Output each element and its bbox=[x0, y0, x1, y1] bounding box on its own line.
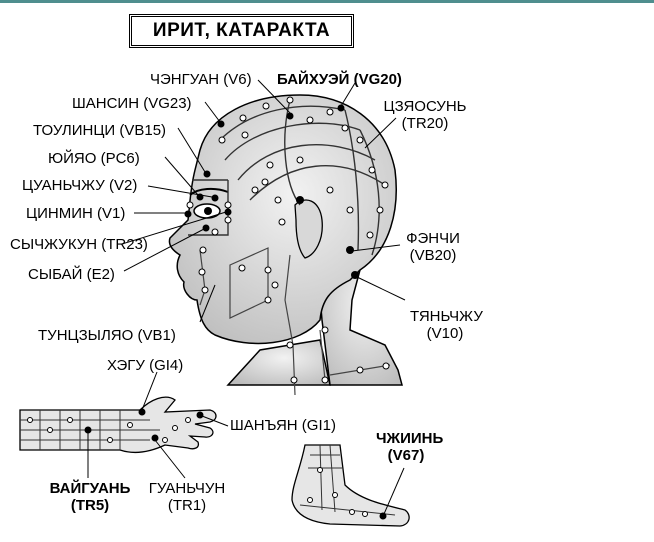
label-tszyasun-name: ЦЗЯОСУНЬ bbox=[383, 98, 467, 115]
diagram-title: ИРИТ, КАТАРАКТА bbox=[129, 14, 354, 48]
ear-shape bbox=[294, 199, 323, 259]
foot-figure bbox=[291, 444, 410, 527]
label-hegu: ХЭГУ (GI4) bbox=[107, 357, 184, 374]
label-chzhiin-code: (V67) bbox=[387, 447, 425, 464]
arm-leader-lines bbox=[87, 371, 229, 479]
foot-key-points bbox=[379, 512, 387, 520]
label-chengguan: ЧЭНГУАН (V6) bbox=[150, 71, 252, 88]
arm-point-markers bbox=[27, 417, 191, 443]
foot-meridian-lines bbox=[299, 444, 396, 516]
label-tuntszylyao: ТУНЦЗЫЛЯО (VB1) bbox=[38, 327, 176, 344]
label-baihuei: БАЙХУЭЙ (VG20) bbox=[277, 71, 402, 88]
label-vaiguan-code: (TR5) bbox=[70, 497, 110, 514]
label-fenchi-name: ФЭНЧИ bbox=[406, 230, 460, 247]
label-toulintsi: ТОУЛИНЦИ (VB15) bbox=[33, 122, 167, 139]
label-yuyao: ЮЙЯО (PC6) bbox=[48, 150, 140, 167]
label-vaiguan-name: ВАЙГУАНЬ bbox=[49, 480, 131, 497]
label-shansin: ШАНСИН (VG23) bbox=[72, 95, 192, 112]
leader-lines bbox=[121, 79, 406, 323]
label-tyanchzhu-name: ТЯНЬЧЖУ bbox=[410, 308, 483, 325]
arm-key-points bbox=[84, 408, 204, 442]
top-border-line bbox=[0, 0, 654, 3]
label-vaiguan: ВАЙГУАНЬ (TR5) bbox=[42, 480, 138, 514]
label-guanchun-name: ГУАНЬЧУН bbox=[148, 480, 226, 497]
foot-point-markers bbox=[307, 467, 368, 517]
head-figure bbox=[168, 94, 403, 386]
head-point-markers bbox=[186, 96, 390, 384]
label-chzhiin-name: ЧЖИИНЬ bbox=[376, 430, 444, 447]
head-meridian-lines bbox=[188, 99, 386, 256]
label-tsuanchzhu: ЦУАНЬЧЖУ (V2) bbox=[22, 177, 138, 194]
head-key-points bbox=[184, 104, 359, 279]
label-tyanchzhu: ТЯНЬЧЖУ (V10) bbox=[410, 308, 483, 342]
label-tszyasun: ЦЗЯОСУНЬ (TR20) bbox=[383, 98, 467, 132]
label-guanchun-code: (TR1) bbox=[167, 497, 207, 514]
label-tsinmin: ЦИНМИН (V1) bbox=[26, 205, 126, 222]
label-tyanchzhu-code: (V10) bbox=[426, 325, 464, 342]
label-sybai: СЫБАЙ (E2) bbox=[28, 266, 115, 283]
label-tszyasun-code: (TR20) bbox=[401, 115, 449, 132]
label-sychzhukun: СЫЧЖУКУН (TR23) bbox=[10, 236, 148, 253]
foot-leader-line bbox=[383, 467, 405, 515]
label-shanyan: ШАНЪЯН (GI1) bbox=[230, 417, 336, 434]
label-fenchi: ФЭНЧИ (VB20) bbox=[403, 230, 463, 264]
arm-hand-figure bbox=[19, 396, 217, 454]
label-guanchun: ГУАНЬЧУН (TR1) bbox=[140, 480, 234, 514]
label-fenchi-code: (VB20) bbox=[409, 247, 457, 264]
label-chzhiin: ЧЖИИНЬ (V67) bbox=[376, 430, 444, 464]
